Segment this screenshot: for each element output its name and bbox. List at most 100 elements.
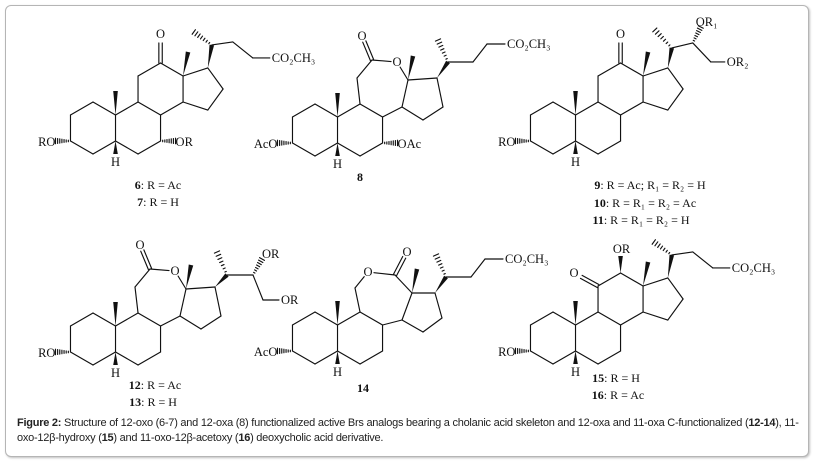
bond	[291, 311, 316, 326]
wedge-bond	[573, 141, 578, 154]
bond	[394, 274, 413, 294]
wedge-bond	[643, 261, 651, 286]
bond	[401, 319, 424, 333]
bond	[552, 311, 577, 326]
compound-number: 16	[592, 388, 604, 402]
c3-substituent: RO	[38, 346, 55, 360]
hashed-bond	[660, 35, 664, 40]
wedge-bond	[573, 91, 578, 115]
wedge-bond	[408, 55, 416, 80]
bond	[92, 101, 117, 116]
ring-oxygen-atom: O	[392, 55, 401, 69]
wedge-bond	[618, 256, 623, 273]
compound-definition: : R = Ac	[141, 178, 181, 192]
hydrogen-atom: H	[571, 365, 580, 379]
ester-group: CO₂CH₃	[505, 252, 548, 266]
hashed-bond	[255, 266, 259, 270]
bond	[92, 140, 117, 155]
compound-number: 13	[129, 395, 141, 409]
bond	[552, 140, 577, 155]
compound-number: 9	[594, 178, 600, 192]
wedge-bond	[113, 302, 118, 326]
hashed-bond	[665, 41, 669, 45]
caption-lead: Figure 2:	[17, 417, 62, 429]
bond	[597, 272, 622, 287]
wedge-bond	[335, 351, 340, 364]
bond	[574, 101, 599, 116]
hashed-bond	[657, 243, 661, 248]
wedge-bond	[113, 352, 118, 365]
bond	[185, 286, 216, 290]
compound-label-6: 6: R = Ac	[135, 178, 181, 192]
bond	[574, 140, 599, 155]
compound-definition: : R = Ac; R₁ = R₂ = H	[600, 178, 706, 192]
bond	[642, 311, 669, 321]
compound-number: 15	[592, 371, 604, 385]
bond	[207, 67, 224, 90]
compound-definition: : R = H	[141, 395, 177, 409]
bond	[137, 62, 162, 77]
ester-group: CO₂CH₃	[507, 37, 550, 51]
hashed-bond	[696, 30, 701, 34]
compound-number: 10	[594, 196, 606, 210]
double-bond	[140, 250, 150, 271]
side-chain-or2: OR₂	[727, 55, 749, 69]
compound-label-14: 14	[357, 381, 369, 395]
bond	[314, 311, 339, 326]
bond	[401, 106, 424, 121]
double-bond	[365, 40, 375, 60]
bond	[69, 312, 94, 327]
compound-label-13: 13: R = H	[129, 395, 177, 409]
compound-label-15: 15: R = H	[592, 371, 640, 385]
bond	[552, 101, 577, 116]
bond	[381, 106, 403, 118]
bond	[159, 62, 184, 77]
hashed-bond	[438, 44, 444, 48]
wedge-bond	[215, 273, 229, 287]
bond	[179, 288, 187, 317]
bond	[574, 350, 599, 365]
bond	[667, 298, 684, 321]
hashed-bond	[662, 38, 667, 42]
bond	[359, 350, 384, 365]
hashed-bond	[436, 259, 442, 263]
bond	[529, 101, 554, 116]
hydrogen-atom: H	[333, 157, 342, 171]
bond	[619, 101, 644, 116]
bond	[114, 101, 139, 116]
carbonyl-oxygen-atom: O	[135, 238, 144, 252]
wedge-bond	[335, 143, 340, 156]
compound-number: 14	[357, 381, 369, 395]
bond	[200, 315, 222, 330]
hashed-bond	[654, 30, 660, 35]
caption-text: Structure of 12-oxo (6-7) and 12-oxa (8)…	[17, 417, 799, 444]
bond	[597, 62, 622, 77]
c7-substituent: OAc	[398, 137, 422, 151]
bond	[159, 315, 181, 327]
c3-substituent: RO	[498, 345, 515, 359]
wedge-bond	[335, 93, 340, 117]
bond	[529, 311, 554, 326]
bond	[434, 292, 443, 319]
side-chain-or1: OR	[262, 247, 280, 261]
bond	[671, 251, 694, 256]
bond	[134, 268, 151, 288]
wedge-bond	[113, 141, 118, 154]
hashed-bond	[692, 39, 696, 42]
bond	[597, 101, 622, 116]
compound-number: 12	[129, 378, 141, 392]
bond	[619, 311, 644, 326]
wedge-bond	[183, 51, 191, 76]
caption-segment: ), 11-oxo-12β-hydroxy (	[17, 417, 799, 444]
bond	[232, 41, 254, 59]
bond	[642, 101, 669, 111]
side-chain-or2: OR	[281, 293, 299, 307]
bond	[314, 103, 339, 118]
caption-segment: Structure of 12-oxo (	[61, 417, 160, 429]
compound-number: 8	[357, 170, 363, 184]
double-bond	[143, 249, 153, 269]
wedge-bond	[335, 301, 340, 325]
hashed-bond	[657, 33, 662, 38]
bond	[92, 351, 117, 366]
